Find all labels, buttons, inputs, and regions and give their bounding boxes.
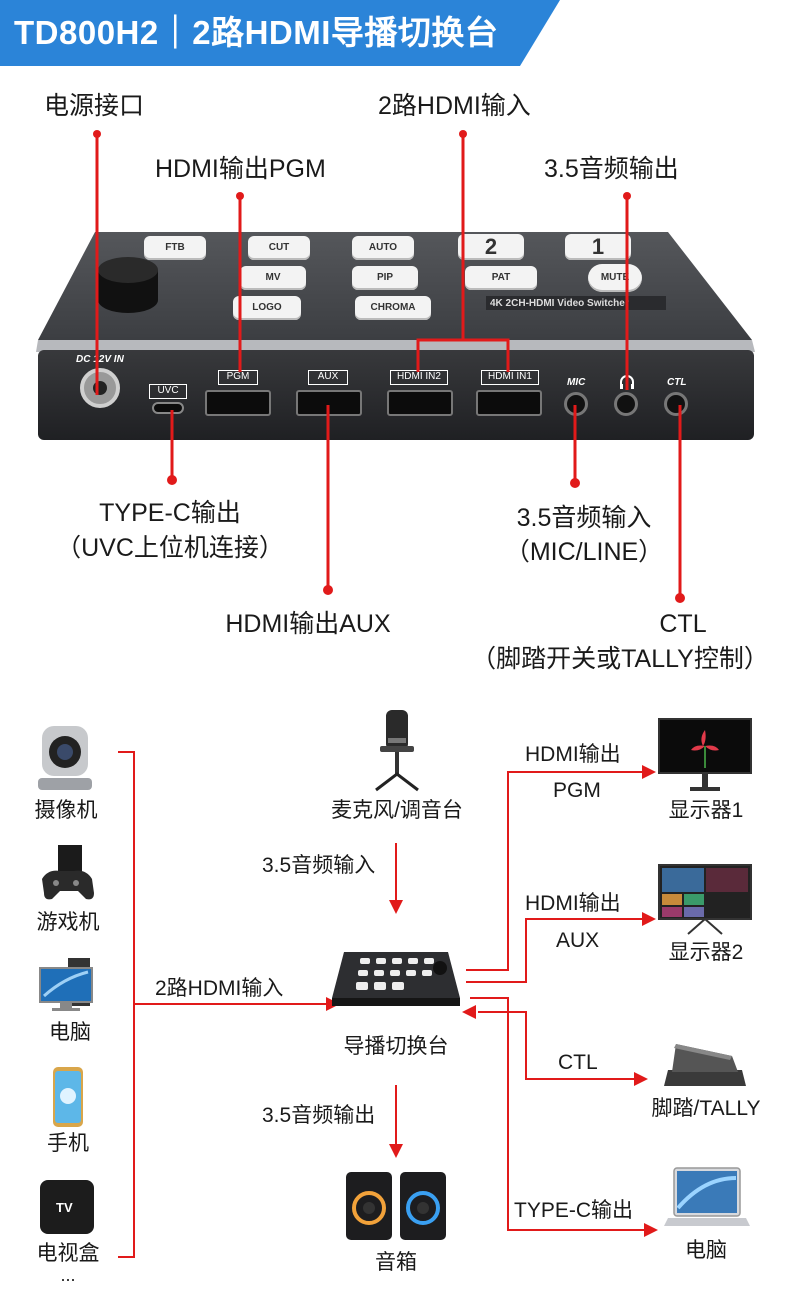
port-label-dc: DC 12V IN [76, 354, 124, 365]
label-hdmi-output-pgm: HDMI输出PGM [155, 155, 326, 183]
label-audio-input-mic-line: （MIC/LINE） [504, 538, 664, 566]
usb-c-port [152, 402, 184, 414]
label-diagram-typec-output: TYPE-C输出 [514, 1199, 634, 1222]
label-typec-uvc: （UVC上位机连接） [56, 534, 284, 562]
speaker-icon [346, 1172, 446, 1240]
ctl-jack [664, 392, 688, 416]
label-ctl-pedal-tally: （脚踏开关或TALLY控制） [471, 645, 769, 673]
tv-box-icon: TV [40, 1180, 94, 1234]
device-button-pip: PIP [352, 266, 418, 290]
camera-icon [38, 726, 92, 790]
mobile-phone-icon [53, 1067, 83, 1127]
foot-pedal-icon [664, 1044, 746, 1086]
video-switcher-icon [332, 952, 460, 1006]
svg-text:TV: TV [56, 1200, 73, 1215]
label-diagram-audio-input: 3.5音频输入 [262, 854, 376, 877]
label-power-port: 电源接口 [44, 92, 145, 120]
port-label-pgm: PGM [218, 370, 258, 385]
label-monitor-1: 显示器1 [668, 799, 744, 822]
device-button-pat: PAT [465, 266, 537, 290]
source-label-phone: 手机 [47, 1132, 89, 1155]
label-hdmi-input: 2路HDMI输入 [378, 92, 531, 120]
device-button-chroma: CHROMA [355, 296, 431, 320]
label-ctl: CTL [659, 610, 707, 638]
label-mic-mixer: 麦克风/调音台 [331, 799, 463, 822]
monitor-1-icon [658, 718, 752, 791]
label-diagram-ctl: CTL [558, 1051, 598, 1074]
port-label-aux: AUX [308, 370, 348, 385]
source-label-camera: 摄像机 [34, 799, 98, 822]
label-aux-output-line2: AUX [556, 929, 600, 952]
label-foot-pedal-tally: 脚踏/TALLY [651, 1097, 761, 1120]
source-label-computer: 电脑 [49, 1021, 91, 1044]
port-label-ctl: CTL [667, 377, 687, 388]
connection-lines [118, 751, 658, 1258]
device-button-mute: MUTE [588, 264, 642, 292]
label-diagram-hdmi-input: 2路HDMI输入 [155, 977, 284, 1000]
hdmi-port-in2 [387, 390, 453, 416]
game-console-icon [42, 845, 94, 900]
label-diagram-audio-output: 3.5音频输出 [262, 1104, 376, 1127]
label-laptop: 电脑 [685, 1239, 727, 1262]
hdmi-port-in1 [476, 390, 542, 416]
page-title: TD800H2｜2路HDMI导播切换台 [14, 14, 499, 51]
source-label-tv-box: 电视盒 [36, 1242, 100, 1265]
desktop-computer-icon [39, 958, 93, 1011]
port-label-mic: MIC [567, 377, 586, 388]
monitor-2-icon [658, 864, 752, 935]
label-speaker: 音箱 [375, 1251, 417, 1274]
headphone-jack [614, 392, 638, 416]
label-switcher: 导播切换台 [343, 1035, 449, 1058]
source-label-more: ... [60, 1265, 76, 1285]
device-button-cut: CUT [248, 236, 310, 260]
device-button-ftb: FTB [144, 236, 206, 260]
device-button-mv: MV [240, 266, 306, 290]
device-brand-label: 4K 2CH-HDMI Video Switcher [490, 298, 629, 309]
label-audio-input: 3.5音频输入 [516, 504, 652, 532]
port-label-uvc: UVC [149, 384, 187, 399]
label-pgm-output-line1: HDMI输出 [525, 743, 621, 766]
callout-lines [93, 130, 685, 603]
microphone-icon [375, 710, 419, 792]
port-label-hdmi-in1: HDMI IN1 [481, 370, 539, 385]
label-typec-output: TYPE-C输出 [99, 499, 241, 527]
device-button-1: 1 [565, 234, 631, 260]
device-button-2: 2 [458, 234, 524, 260]
label-monitor-2: 显示器2 [668, 941, 744, 964]
device-button-auto: AUTO [352, 236, 414, 260]
source-label-game-console: 游戏机 [36, 911, 100, 934]
label-hdmi-output-aux: HDMI输出AUX [225, 610, 391, 638]
title-banner [0, 0, 560, 66]
label-audio-output: 3.5音频输出 [544, 155, 679, 183]
label-aux-output-line1: HDMI输出 [525, 892, 621, 915]
laptop-icon [664, 1167, 750, 1226]
hdmi-port-pgm [205, 390, 271, 416]
label-pgm-output-line2: PGM [553, 779, 601, 802]
device-button-logo: LOGO [233, 296, 301, 320]
